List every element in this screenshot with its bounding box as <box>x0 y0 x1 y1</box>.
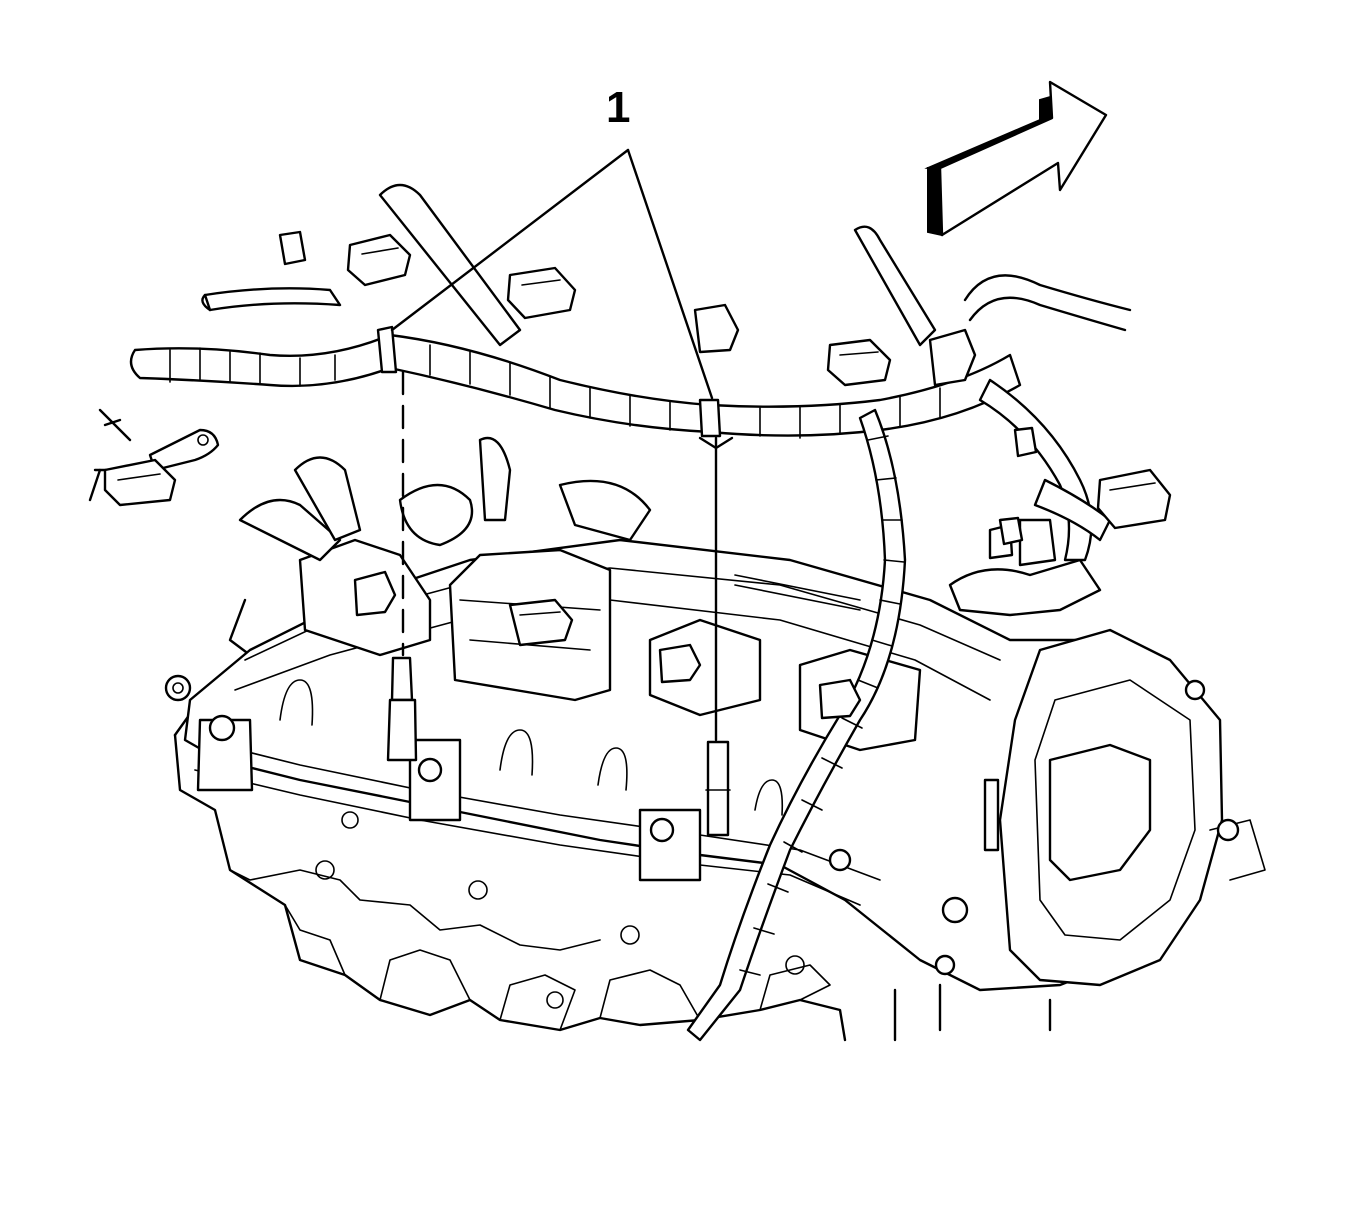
callout-label-1: 1 <box>606 83 631 132</box>
valve-cover <box>164 538 1217 992</box>
harness-connectors <box>103 230 1172 720</box>
callout-leader-lines <box>390 148 734 742</box>
wiring-harness <box>88 183 1132 1042</box>
timing-cover <box>893 628 1266 1042</box>
direction-arrow-icon <box>924 80 1108 237</box>
background-hoses <box>238 436 1102 617</box>
